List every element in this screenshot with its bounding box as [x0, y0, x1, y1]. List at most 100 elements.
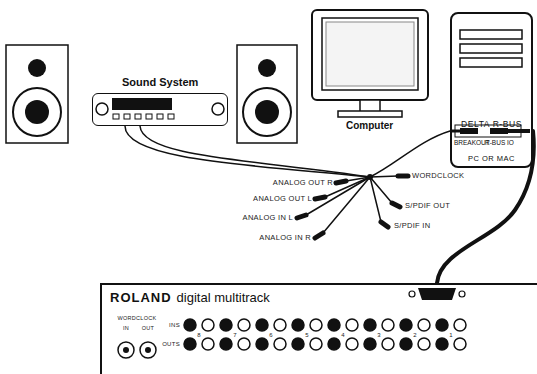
audio-jacks-part — [202, 319, 214, 331]
left-speaker-part — [25, 100, 49, 124]
signal-name: ANALOG OUT L — [253, 195, 312, 203]
db-connector-part — [409, 291, 415, 297]
cable-fan-part — [392, 203, 400, 207]
cable — [140, 126, 450, 177]
amplifier-front-part — [168, 114, 174, 119]
monitor-part — [338, 111, 402, 117]
panel-label: OUT — [142, 326, 155, 332]
tower-details-part — [490, 128, 508, 134]
left-speaker-part — [28, 59, 46, 77]
audio-jacks-part — [256, 338, 268, 350]
right-speaker — [237, 45, 297, 143]
port-label: BREAKOUT — [454, 140, 490, 147]
amplifier-front-part — [113, 114, 119, 119]
audio-jacks-part — [382, 338, 394, 350]
computer-monitor: Computer — [312, 10, 428, 134]
bnc-jacks-part — [140, 342, 156, 358]
audio-jacks-part — [364, 338, 376, 350]
audio-jacks-part — [292, 319, 304, 331]
audio-jacks-part — [436, 319, 448, 331]
audio-jacks-part — [418, 319, 430, 331]
monitor-part — [312, 10, 428, 100]
tower-details-part — [460, 44, 522, 53]
tower-details — [450, 30, 530, 137]
channel-number: 7 — [233, 332, 237, 338]
audio-jacks-part — [364, 319, 376, 331]
bnc-jacks-part — [145, 347, 151, 353]
audio-jacks-part — [400, 319, 412, 331]
signal-name: WORDCLOCK — [412, 172, 464, 180]
amplifier-front-part — [212, 103, 224, 115]
audio-jacks-part — [310, 338, 322, 350]
audio-jacks-part — [292, 338, 304, 350]
right-speaker-part — [243, 88, 291, 136]
channel-number: 1 — [449, 332, 453, 338]
audio-jacks-part — [220, 338, 232, 350]
audio-jacks-part — [184, 319, 196, 331]
channel-number: 3 — [377, 332, 381, 338]
cable-fan-part — [398, 174, 408, 179]
monitor-part — [322, 18, 418, 90]
card-name: DELTA R-BUS — [461, 120, 522, 129]
tower-details-part — [508, 129, 530, 133]
amplifier-front-part — [124, 114, 130, 119]
audio-jacks-part — [274, 319, 286, 331]
db-connector-part — [418, 288, 456, 300]
channel-number: 6 — [269, 332, 273, 338]
cable-fan-part — [370, 177, 381, 222]
signal-name: ANALOG OUT R — [273, 179, 333, 187]
left-speaker-part — [13, 88, 61, 136]
signal-name: ANALOG IN R — [259, 234, 311, 242]
audio-jacks-part — [328, 319, 340, 331]
audio-jacks-part — [346, 338, 358, 350]
panel-label: WORDCLOCK — [117, 316, 156, 322]
audio-jacks-part — [238, 319, 250, 331]
bnc-jacks-part — [118, 342, 134, 358]
signal-name: S/PDIF IN — [394, 222, 430, 230]
monitor — [312, 10, 428, 117]
db-connector-part — [459, 291, 465, 297]
audio-jacks-part — [220, 319, 232, 331]
row-label: OUTS — [162, 341, 180, 347]
tower-details-part — [460, 30, 522, 39]
cable-fan-part — [315, 233, 323, 238]
audio-jacks-part — [184, 338, 196, 350]
audio-jacks-part — [418, 338, 430, 350]
amplifier-front-part — [146, 114, 152, 119]
cable-fan-part — [370, 176, 398, 177]
audio-jacks — [184, 319, 466, 350]
bnc-jacks-part — [123, 347, 129, 353]
right-speaker-part — [258, 59, 276, 77]
platform-label: PC OR MAC — [468, 155, 515, 163]
audio-jacks-part — [454, 319, 466, 331]
channel-number: 2 — [413, 332, 417, 338]
cable-fan-part — [381, 222, 388, 227]
db-connector — [409, 288, 465, 300]
monitor-part — [326, 22, 414, 86]
amplifier-box: Sound System — [92, 93, 228, 126]
model-name: digital multitrack — [177, 291, 270, 304]
audio-jacks-part — [202, 338, 214, 350]
tower-details-part — [460, 58, 522, 67]
signal-name: ANALOG IN L — [243, 214, 293, 222]
right-speaker-part — [255, 100, 279, 124]
cable-fan — [125, 126, 408, 238]
bnc-jacks — [118, 342, 156, 358]
amplifier-front-part — [157, 114, 163, 119]
brand-name: ROLAND — [110, 291, 172, 304]
left-speaker-part — [6, 45, 68, 143]
cable-fan-part — [336, 181, 346, 183]
cable-fan-part — [297, 215, 306, 218]
amplifier-front-part — [96, 103, 108, 115]
left-speaker — [6, 45, 68, 143]
node-heading: Sound System — [122, 77, 198, 88]
channel-number: 8 — [197, 332, 201, 338]
audio-jacks-part — [382, 319, 394, 331]
audio-jacks-part — [436, 338, 448, 350]
amplifier-front-part — [135, 114, 141, 119]
amplifier-front-part — [112, 98, 172, 110]
audio-jacks-part — [346, 319, 358, 331]
audio-jacks-part — [400, 338, 412, 350]
